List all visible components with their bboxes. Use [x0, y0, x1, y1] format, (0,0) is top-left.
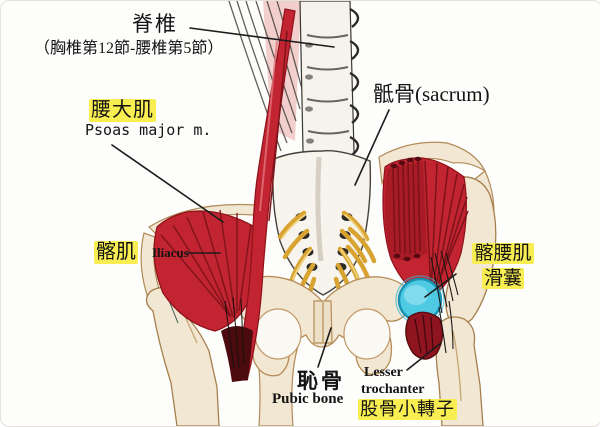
- lesser-trochanter-label-en1: Lesser: [364, 365, 403, 380]
- psoas-cut-stump: [390, 156, 422, 262]
- bursa-label-line2: 滑囊: [481, 268, 524, 289]
- bursa-leader: [424, 273, 457, 298]
- pubic-leader: [317, 327, 332, 368]
- spine-label: 脊椎: [132, 12, 178, 36]
- spine-sublabel: （胸椎第12節-腰椎第5節）: [34, 40, 224, 57]
- obturator-foramen-right: [343, 308, 391, 360]
- psoas-major-left-muscle: [153, 8, 296, 382]
- leader-lines: [111, 27, 457, 371]
- lesser-trochanter-right: [405, 250, 459, 360]
- iliopsoas-bursa-label: 髂腰肌 滑囊: [453, 242, 553, 292]
- spine-leader: [189, 27, 335, 48]
- lesser-trochanter-label-zh: 股骨小轉子: [358, 399, 457, 420]
- psoas-major-label-zh: 腰大肌: [89, 99, 156, 122]
- lesser-trochanter-leader: [406, 342, 442, 371]
- iliacus-label-zh: 髂肌: [94, 241, 138, 264]
- iliacus-right-muscle: [382, 156, 469, 313]
- psoas-major-label-en: Psoas major m.: [85, 121, 212, 139]
- pubic-bone-label-en: Pubic bone: [272, 391, 344, 407]
- iliacus-label-en: Iliacus: [152, 245, 189, 260]
- pubic-bone-label-zh: 恥骨: [297, 369, 345, 393]
- sacrum-leader: [354, 109, 390, 186]
- vertebra-slits: [306, 34, 351, 199]
- bursa-label-line1: 髂腰肌: [472, 243, 534, 264]
- lesser-trochanter-label-en2: trochanter: [361, 382, 425, 397]
- iliacus-left-striations: [160, 209, 252, 318]
- psoas-leader: [111, 144, 224, 223]
- spinous-processes: [349, 7, 361, 220]
- iliopsoas-tendon-fibers: [430, 250, 459, 354]
- nerve-highlights: [281, 214, 367, 283]
- sacrum-label: 骶骨(sacrum): [373, 82, 490, 106]
- psoas-tendon-tip: [221, 326, 253, 382]
- obturator-foramen-left: [254, 308, 302, 360]
- pelvic-ring-bones: [236, 275, 410, 377]
